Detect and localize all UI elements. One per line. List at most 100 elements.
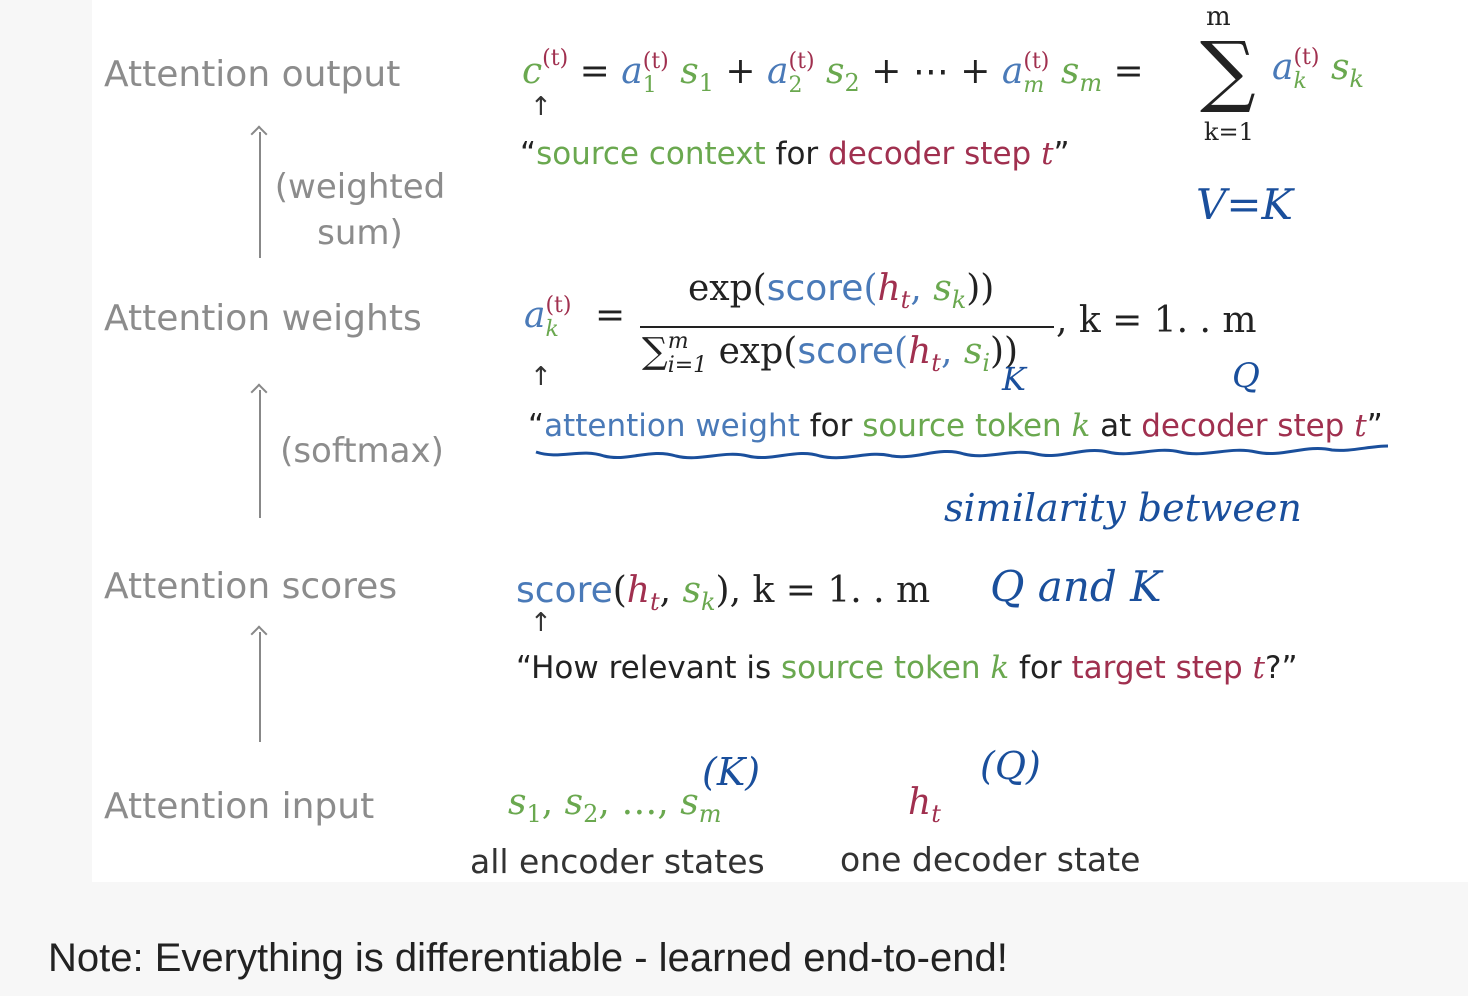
w-den-h-sub: t <box>931 349 941 377</box>
eq-am: a <box>1001 51 1024 92</box>
eq-a2-sup: (t) <box>788 49 815 74</box>
w-eq: = <box>594 295 626 336</box>
handwriting-k-paren: (K) <box>702 750 761 794</box>
handwriting-similarity: similarity between <box>944 486 1302 530</box>
in-s2-sub: 2 <box>583 800 599 828</box>
eq-c: c <box>522 51 543 92</box>
q3-open: “How relevant is <box>516 650 782 686</box>
eq-sm: s <box>1060 51 1080 92</box>
scores-quote: “How relevant is source token k for targ… <box>516 650 1298 686</box>
s-h: h <box>626 570 650 611</box>
w-den-bottom: i=1 <box>667 353 708 378</box>
w-num-h-sub: t <box>900 286 911 314</box>
sum-top: m <box>1206 2 1231 32</box>
handwriting-q-mark: Q <box>1232 356 1260 396</box>
w-num-comma: , <box>910 268 934 309</box>
handwriting-k-mark: K <box>1002 360 1026 398</box>
arrow-softmax <box>259 390 261 518</box>
q2-k: k <box>1071 408 1091 444</box>
sum-term: a(t)k sk <box>1272 46 1364 94</box>
w-den-top: m <box>667 329 689 354</box>
in-h-sub: t <box>931 800 941 828</box>
q2-source-token: source token <box>862 408 1072 444</box>
w-den-s: s <box>963 331 983 372</box>
w-a-sub: k <box>545 317 559 342</box>
s-s: s <box>682 570 701 611</box>
w-den-paren: ( <box>894 331 909 372</box>
op-weighted-sum: (weighted sum) <box>270 164 450 256</box>
op-weighted-sum-line1: (weighted <box>274 167 446 207</box>
w-den-score: score <box>797 331 895 372</box>
eq-c-sup: (t) <box>542 46 569 71</box>
handwriting-v-eq-k: V=K <box>1196 180 1293 229</box>
eq-dots: ⋯ <box>912 51 949 92</box>
in-sm: s <box>680 782 699 823</box>
q2-t: t <box>1354 408 1367 444</box>
eq-a1: a <box>621 51 643 92</box>
label-attention-scores: Attention scores <box>104 566 398 607</box>
in-sm-sub: m <box>698 800 722 828</box>
w-den-exp: exp( <box>707 331 798 372</box>
arrow-score: ↑ <box>530 608 552 638</box>
eq-a1-sub: 1 <box>642 73 657 98</box>
slide-canvas <box>92 0 1468 882</box>
q3-close: ?” <box>1265 650 1298 686</box>
sum-symbol: ∑ <box>1200 26 1256 116</box>
in-ellipsis: … <box>621 782 658 823</box>
eq-ak: a <box>1272 47 1294 88</box>
op-weighted-sum-line2: sum) <box>317 213 403 253</box>
eq-s2: s <box>825 51 845 92</box>
sum-bottom: k=1 <box>1204 118 1254 146</box>
eq-sign2: = <box>1113 51 1144 92</box>
weights-numerator: exp(score(ht, sk)) <box>688 268 994 314</box>
arrow-a: ↑ <box>530 362 552 392</box>
input-encoder-states: s1, s2, …, sm <box>508 782 721 828</box>
eq-sk-sub: k <box>1349 65 1364 93</box>
s-h-sub: t <box>649 588 660 616</box>
w-den-close: )) <box>990 331 1019 372</box>
w-a-sup: (t) <box>545 293 572 318</box>
q3-source-token: source token <box>781 650 991 686</box>
weights-lhs: a(t)k = <box>524 294 625 342</box>
arrow-c: ↑ <box>530 92 552 122</box>
eq-am-sub: m <box>1023 73 1045 98</box>
eq-a1-sup: (t) <box>642 49 669 74</box>
label-attention-weights: Attention weights <box>104 298 422 339</box>
s-paren: ( <box>612 570 627 611</box>
handwriting-q-and-k: Q and K <box>990 562 1162 611</box>
note-differentiable: Note: Everything is differentiable - lea… <box>48 936 1008 980</box>
eq-am-sup: (t) <box>1023 49 1050 74</box>
output-quote: “source context for decoder step t” <box>520 136 1070 172</box>
q1-decoder-step: decoder step <box>828 136 1042 172</box>
q1-open: “ <box>520 136 537 172</box>
w-den-h: h <box>908 331 932 372</box>
op-softmax: (softmax) <box>280 431 444 471</box>
label-all-encoder-states: all encoder states <box>470 842 765 881</box>
w-num-close: )) <box>966 268 995 309</box>
eq-ak-sub: k <box>1293 69 1307 94</box>
arrow-scores <box>259 632 261 742</box>
label-one-decoder-state: one decoder state <box>840 840 1141 879</box>
eq-ak-sup: (t) <box>1293 45 1320 70</box>
q3-for: for <box>1009 650 1072 686</box>
in-s1: s <box>508 782 527 823</box>
eq-s1: s <box>680 51 699 92</box>
w-num-s: s <box>933 268 952 309</box>
in-sep1: , <box>541 782 565 823</box>
eq-sign: = <box>579 51 610 92</box>
w-num-s-sub: k <box>951 286 967 314</box>
label-attention-output: Attention output <box>104 54 401 95</box>
eq-sm-sub: m <box>1079 69 1103 97</box>
scores-equation: score(ht, sk), k = 1. . m <box>516 570 930 616</box>
fraction-bar <box>640 326 1054 328</box>
q2-attention-weight: attention weight <box>544 408 800 444</box>
s-s-sub: k <box>701 588 716 616</box>
eq-plus1: + <box>725 51 756 92</box>
q3-target-step: target step <box>1071 650 1253 686</box>
eq-s2-sub: 2 <box>844 69 860 97</box>
weights-range: , k = 1. . m <box>1056 300 1257 341</box>
arrow-weighted-sum <box>259 132 261 258</box>
eq-a2-sub: 2 <box>788 73 803 98</box>
